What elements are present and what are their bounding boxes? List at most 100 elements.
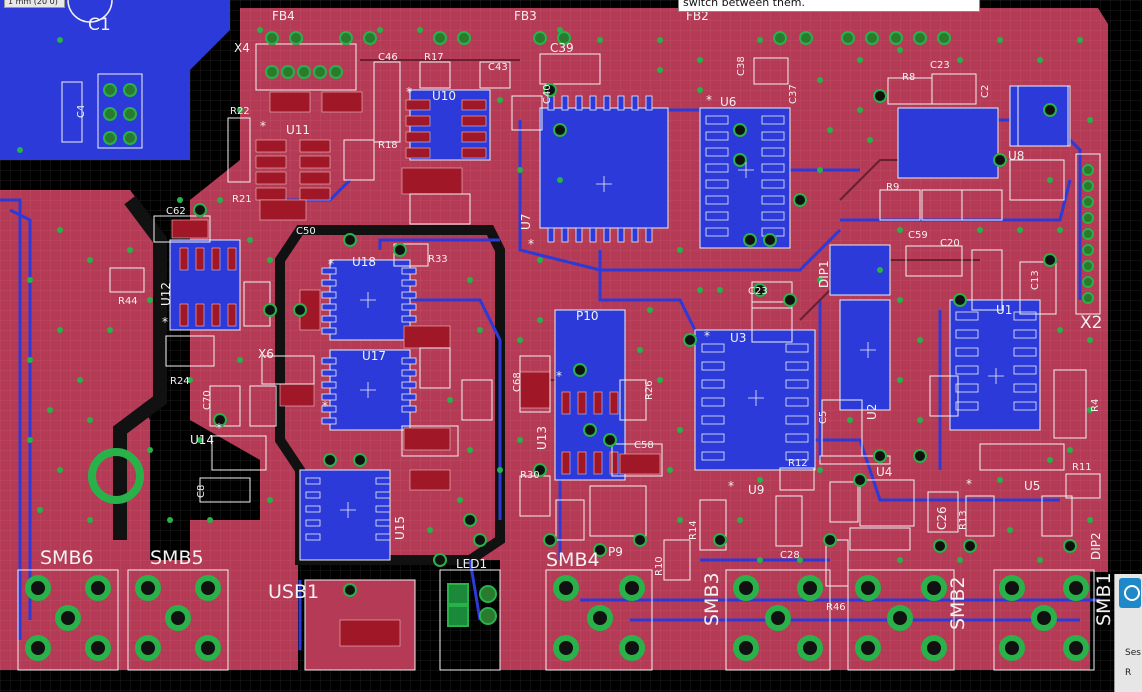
svg-text:*: * [406,85,412,99]
svg-text:*: * [966,477,972,491]
label-smb1: SMB1 [1093,572,1115,626]
label-c23: C23 [930,60,950,71]
label-r9: R9 [886,182,899,193]
isolation-left [113,195,167,540]
label-r12: R12 [788,458,808,469]
svg-text:*: * [216,421,222,435]
label-c13: C13 [1030,270,1041,290]
label-u4: U4 [876,465,892,479]
label-c43: C43 [488,62,508,73]
label-c39: C39 [550,41,574,55]
label-u1: U1 [996,303,1012,317]
smd-pads [171,91,661,647]
label-dip2: DIP2 [1089,532,1103,560]
label-c68: C68 [512,372,523,392]
large-vias [193,83,1077,597]
side-panel-text-1: Ses [1125,648,1141,658]
label-r24: R24 [170,376,190,387]
label-u11: U11 [286,123,310,137]
header-pins [103,31,1094,304]
silk-labels: C1 FB4 FB3 FB2 X4 C46 R17 C43 C39 R8 C23… [40,9,1115,630]
svg-text:*: * [162,315,168,329]
label-smb3: SMB3 [701,572,723,626]
label-r18: R18 [378,140,398,151]
label-p10: P10 [576,309,599,323]
label-c40: C40 [542,84,553,104]
side-panel[interactable]: Ses R [1114,574,1142,692]
label-fb2: FB2 [686,9,709,23]
svg-text:*: * [706,93,712,107]
svg-text:*: * [260,119,266,133]
label-x4: X4 [234,41,250,55]
label-r14: R14 [688,520,699,540]
label-u7: U7 [519,214,533,230]
silk-outlines [17,43,1101,671]
label-u14: U14 [190,433,214,447]
label-c28: C28 [780,550,800,561]
label-u15: U15 [393,516,407,540]
scale-indicator: 1 mm (20 0) [4,0,65,8]
label-c23b: C23 [748,286,768,297]
label-c38: C38 [736,56,747,76]
label-smb4: SMB4 [546,549,600,571]
label-u3: U3 [730,331,746,345]
label-u2: U2 [865,404,879,420]
label-u17: U17 [362,349,386,363]
side-panel-text-2: R [1125,668,1132,678]
label-r11: R11 [1072,462,1092,473]
svg-text:*: * [528,237,534,251]
svg-text:*: * [704,329,710,343]
label-u6: U6 [720,95,736,109]
label-r46: R46 [826,602,846,613]
label-r21: R21 [232,194,252,205]
svg-text:*: * [728,479,734,493]
label-r22: R22 [230,106,250,117]
label-r8: R8 [902,72,915,83]
label-smb2: SMB2 [947,576,969,630]
vias [17,27,1093,563]
svg-text:*: * [556,369,562,383]
label-c37: C37 [788,84,799,104]
svg-text:*: * [322,399,328,413]
label-u13: U13 [535,426,549,450]
mounting-hole [88,448,144,504]
label-u12: U12 [159,282,173,306]
c1-outline [67,0,113,23]
label-p9: P9 [608,545,623,559]
label-x6: X6 [258,347,274,361]
label-x2: X2 [1080,313,1102,333]
tooltip-popup: switch between them. [678,0,980,12]
label-c8: C8 [196,485,207,498]
label-c26: C26 [935,506,949,530]
label-u5: U5 [1024,479,1040,493]
label-fb4: FB4 [272,9,295,23]
teamviewer-icon[interactable] [1119,578,1141,608]
label-r26: R26 [644,380,655,400]
label-r17: R17 [424,52,444,63]
label-c2: C2 [980,85,991,98]
label-led1: LED1 [456,557,487,571]
label-fb3: FB3 [514,9,537,23]
label-c70: C70 [202,390,213,410]
label-r10: R10 [654,556,665,576]
smb-connector-pads [25,575,1089,661]
label-smb5: SMB5 [150,547,204,569]
label-u18: U18 [352,255,376,269]
label-smb6: SMB6 [40,547,94,569]
label-c4: C4 [76,105,87,118]
label-c1: C1 [88,15,111,35]
label-usb1: USB1 [268,581,319,603]
label-u9: U9 [748,483,764,497]
ic-pins [305,95,1037,541]
pin1-markers: * * * * * * * * * * * * [162,85,972,493]
label-r30: R30 [520,470,540,481]
svg-text:*: * [328,257,334,271]
label-u8: U8 [1008,149,1024,163]
label-c58: C58 [634,440,654,451]
label-c20: C20 [940,238,960,249]
label-r33: R33 [428,254,448,265]
led1-pads [447,583,497,627]
label-c46: C46 [378,52,398,63]
label-r13: R13 [958,510,969,530]
